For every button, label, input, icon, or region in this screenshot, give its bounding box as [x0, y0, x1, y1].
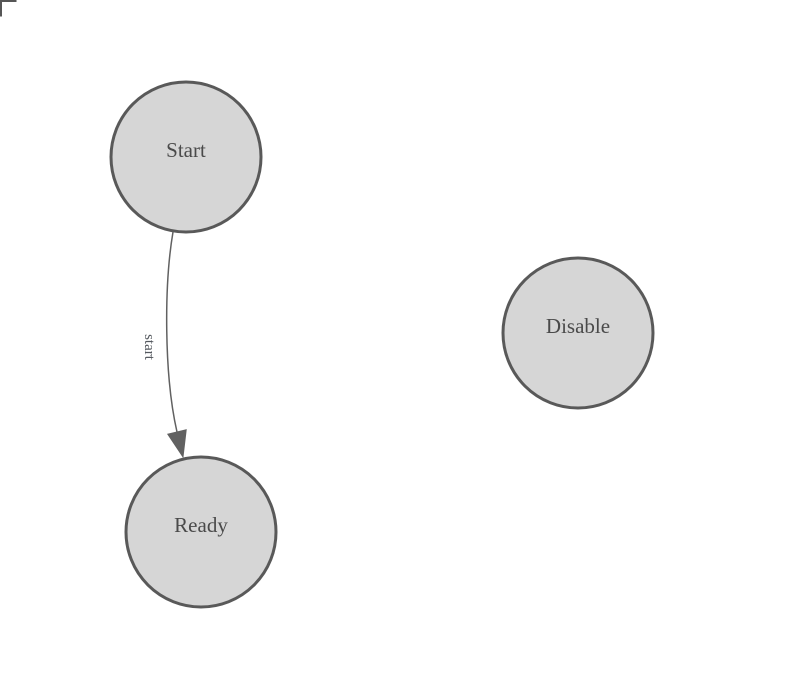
node-start[interactable]: Start — [109, 80, 263, 234]
node-start-circle[interactable] — [109, 80, 263, 234]
node-disable-label: Disable — [546, 314, 610, 338]
node-start-label: Start — [166, 138, 206, 162]
edge-arrowhead-icon — [166, 429, 187, 459]
node-ready[interactable]: Ready — [124, 455, 278, 609]
canvas-corner-mark-icon — [0, 0, 17, 17]
node-ready-label: Ready — [174, 513, 228, 537]
node-ready-circle[interactable] — [124, 455, 278, 609]
edge-start-to-ready[interactable]: start — [141, 231, 187, 459]
node-disable-circle[interactable] — [501, 256, 655, 410]
node-disable[interactable]: Disable — [501, 256, 655, 410]
edge-label[interactable]: start — [141, 334, 157, 361]
edge-line[interactable] — [165, 231, 178, 433]
